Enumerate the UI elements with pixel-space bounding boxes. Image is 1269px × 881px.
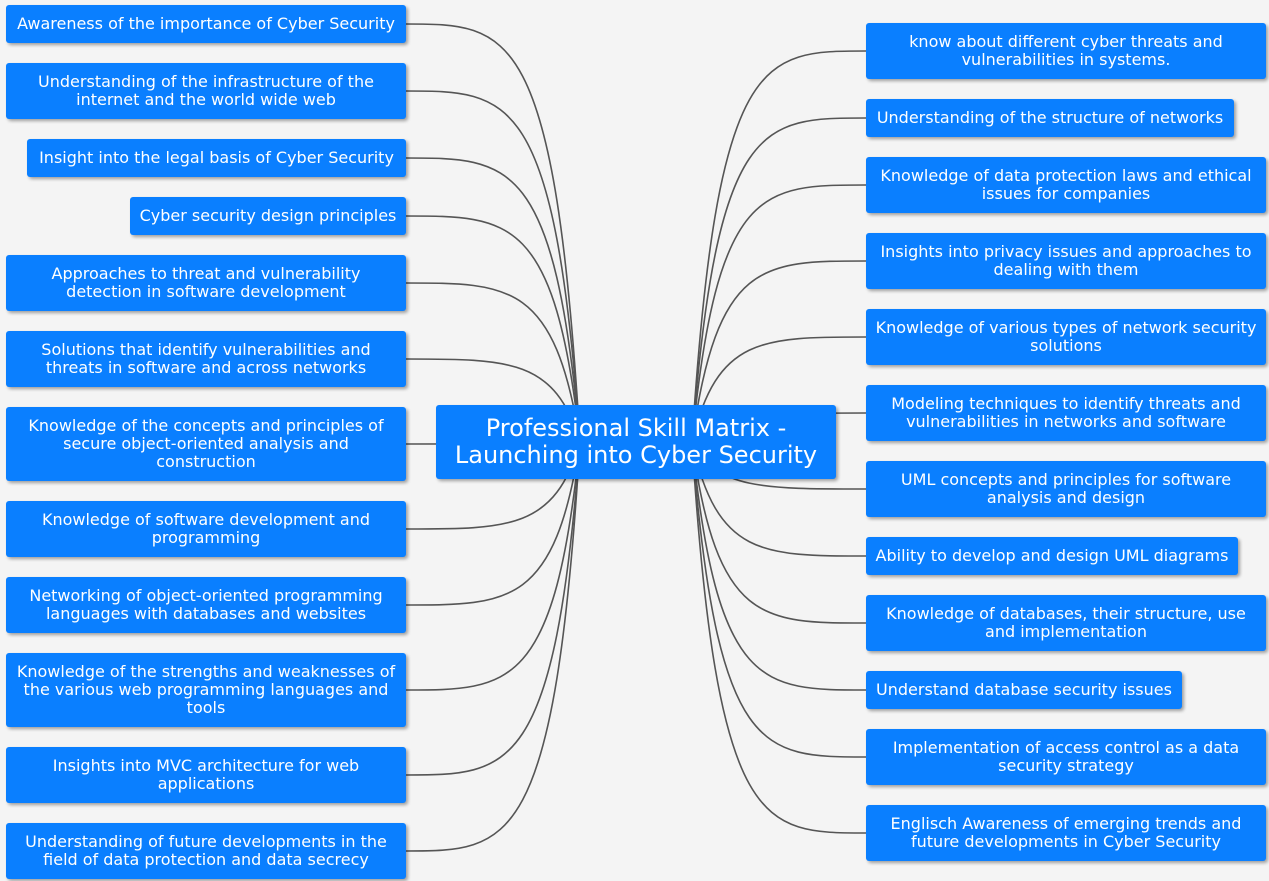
- connector-left-12: [405, 441, 581, 852]
- left-node-8[interactable]: Knowledge of software development and pr…: [6, 501, 406, 557]
- left-node-2-label: Understanding of the infrastructure of t…: [38, 72, 374, 109]
- connector-right-10: [691, 441, 867, 691]
- connector-right-8: [691, 441, 867, 557]
- right-node-11[interactable]: Implementation of access control as a da…: [866, 729, 1266, 785]
- connector-right-3: [691, 184, 867, 443]
- connector-left-3: [405, 157, 581, 443]
- connector-left-5: [405, 282, 581, 443]
- left-node-11[interactable]: Insights into MVC architecture for web a…: [6, 747, 406, 803]
- right-node-1[interactable]: know about different cyber threats and v…: [866, 23, 1266, 79]
- connector-right-9: [691, 441, 867, 624]
- right-node-12-label: Englisch Awareness of emerging trends an…: [890, 814, 1242, 851]
- left-node-1[interactable]: Awareness of the importance of Cyber Sec…: [6, 5, 406, 43]
- left-node-12-label: Understanding of future developments in …: [25, 832, 387, 869]
- right-node-7-label: UML concepts and principles for software…: [900, 470, 1232, 507]
- connector-left-10: [405, 441, 581, 691]
- connector-right-2: [691, 117, 867, 443]
- connector-right-4: [691, 260, 867, 443]
- connector-right-1: [691, 50, 867, 443]
- right-node-1-label: know about different cyber threats and v…: [909, 32, 1223, 69]
- left-node-10[interactable]: Knowledge of the strengths and weaknesse…: [6, 653, 406, 727]
- connector-left-4: [405, 215, 581, 443]
- connector-left-11: [405, 441, 581, 776]
- left-node-4[interactable]: Cyber security design principles: [130, 197, 406, 235]
- connector-left-2: [405, 90, 581, 443]
- left-node-12[interactable]: Understanding of future developments in …: [6, 823, 406, 879]
- left-node-7[interactable]: Knowledge of the concepts and principles…: [6, 407, 406, 481]
- right-node-2-label: Understanding of the structure of networ…: [876, 108, 1224, 127]
- left-node-10-label: Knowledge of the strengths and weaknesse…: [16, 662, 396, 717]
- right-node-3[interactable]: Knowledge of data protection laws and et…: [866, 157, 1266, 213]
- left-node-11-label: Insights into MVC architecture for web a…: [52, 756, 360, 793]
- right-node-6-label: Modeling techniques to identify threats …: [891, 394, 1241, 431]
- connector-right-11: [691, 441, 867, 758]
- left-node-5[interactable]: Approaches to threat and vulnerability d…: [6, 255, 406, 311]
- left-node-4-label: Cyber security design principles: [139, 206, 397, 225]
- left-node-3-label: Insight into the legal basis of Cyber Se…: [39, 148, 394, 167]
- connector-right-12: [691, 441, 867, 834]
- right-node-4[interactable]: Insights into privacy issues and approac…: [866, 233, 1266, 289]
- left-node-9[interactable]: Networking of object-oriented programmin…: [6, 577, 406, 633]
- right-node-6[interactable]: Modeling techniques to identify threats …: [866, 385, 1266, 441]
- central-topic[interactable]: Professional Skill Matrix - Launching in…: [436, 405, 836, 479]
- right-node-11-label: Implementation of access control as a da…: [892, 738, 1240, 775]
- left-node-3[interactable]: Insight into the legal basis of Cyber Se…: [27, 139, 406, 177]
- right-node-10-label: Understand database security issues: [876, 680, 1172, 699]
- right-node-3-label: Knowledge of data protection laws and et…: [880, 166, 1252, 203]
- left-node-6[interactable]: Solutions that identify vulnerabilities …: [6, 331, 406, 387]
- left-node-6-label: Solutions that identify vulnerabilities …: [41, 340, 371, 377]
- connector-left-1: [405, 23, 581, 443]
- right-node-5-label: Knowledge of various types of network se…: [875, 318, 1257, 355]
- right-node-7[interactable]: UML concepts and principles for software…: [866, 461, 1266, 517]
- left-node-1-label: Awareness of the importance of Cyber Sec…: [17, 14, 395, 33]
- left-node-8-label: Knowledge of software development and pr…: [41, 510, 371, 547]
- right-node-5[interactable]: Knowledge of various types of network se…: [866, 309, 1266, 365]
- left-node-7-label: Knowledge of the concepts and principles…: [28, 416, 384, 471]
- right-node-8-label: Ability to develop and design UML diagra…: [875, 546, 1229, 565]
- right-node-12[interactable]: Englisch Awareness of emerging trends an…: [866, 805, 1266, 861]
- right-node-4-label: Insights into privacy issues and approac…: [880, 242, 1252, 279]
- left-node-9-label: Networking of object-oriented programmin…: [29, 586, 383, 623]
- connector-left-9: [405, 441, 581, 606]
- left-node-5-label: Approaches to threat and vulnerability d…: [51, 264, 361, 301]
- right-node-9[interactable]: Knowledge of databases, their structure,…: [866, 595, 1266, 651]
- central-topic-label: Professional Skill Matrix - Launching in…: [454, 414, 818, 469]
- right-node-8[interactable]: Ability to develop and design UML diagra…: [866, 537, 1238, 575]
- right-node-2[interactable]: Understanding of the structure of networ…: [866, 99, 1234, 137]
- right-node-10[interactable]: Understand database security issues: [866, 671, 1182, 709]
- right-node-9-label: Knowledge of databases, their structure,…: [886, 604, 1246, 641]
- left-node-2[interactable]: Understanding of the infrastructure of t…: [6, 63, 406, 119]
